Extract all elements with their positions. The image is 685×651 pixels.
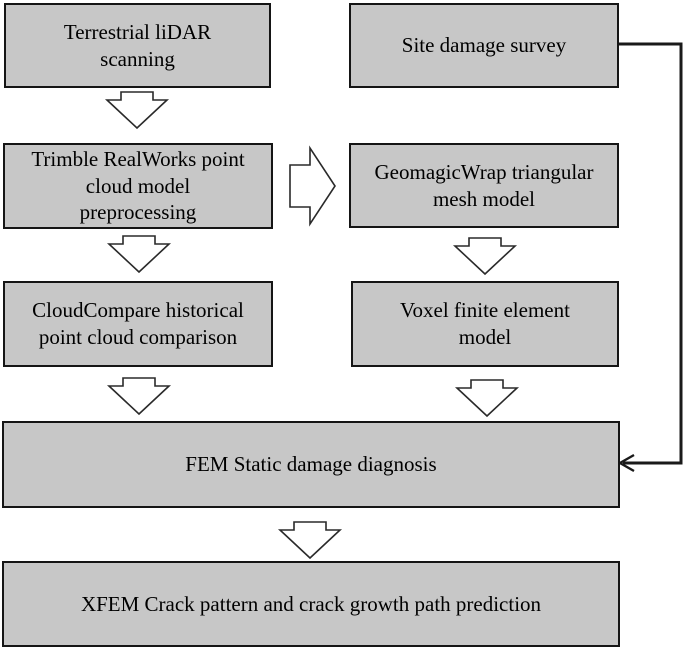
node-site-damage-survey: Site damage survey [349, 3, 619, 88]
down-arrow-icon [106, 377, 172, 416]
node-voxel-finite-element-model: Voxel finite element model [351, 281, 619, 367]
node-label: GeomagicWrap triangular mesh model [374, 159, 594, 211]
node-xfem-crack-prediction: XFEM Crack pattern and crack growth path… [2, 561, 620, 647]
node-label: FEM Static damage diagnosis [185, 452, 437, 477]
node-geomagicwrap-mesh-model: GeomagicWrap triangular mesh model [349, 143, 619, 228]
node-label: CloudCompare historical point cloud comp… [32, 298, 244, 349]
elbow-connector-line [619, 42, 683, 465]
down-arrow-icon [104, 91, 170, 130]
down-arrow-icon [106, 235, 172, 274]
node-terrestrial-lidar-scanning: Terrestrial liDAR scanning [4, 3, 271, 88]
node-trimble-realworks-preprocessing: Trimble RealWorks point cloud model prep… [3, 143, 273, 229]
left-arrowhead-icon [617, 453, 635, 473]
node-fem-static-damage-diagnosis: FEM Static damage diagnosis [2, 421, 620, 508]
node-label: Trimble RealWorks point cloud model prep… [31, 146, 245, 225]
node-label: Site damage survey [401, 33, 567, 58]
down-arrow-icon [454, 379, 520, 418]
down-arrow-icon [277, 521, 343, 560]
right-arrow-icon [289, 145, 336, 227]
node-label: Terrestrial liDAR scanning [63, 19, 212, 71]
node-cloudcompare-comparison: CloudCompare historical point cloud comp… [3, 281, 273, 367]
node-label: XFEM Crack pattern and crack growth path… [80, 591, 542, 616]
down-arrow-icon [452, 237, 518, 276]
node-label: Voxel finite element model [400, 298, 570, 349]
